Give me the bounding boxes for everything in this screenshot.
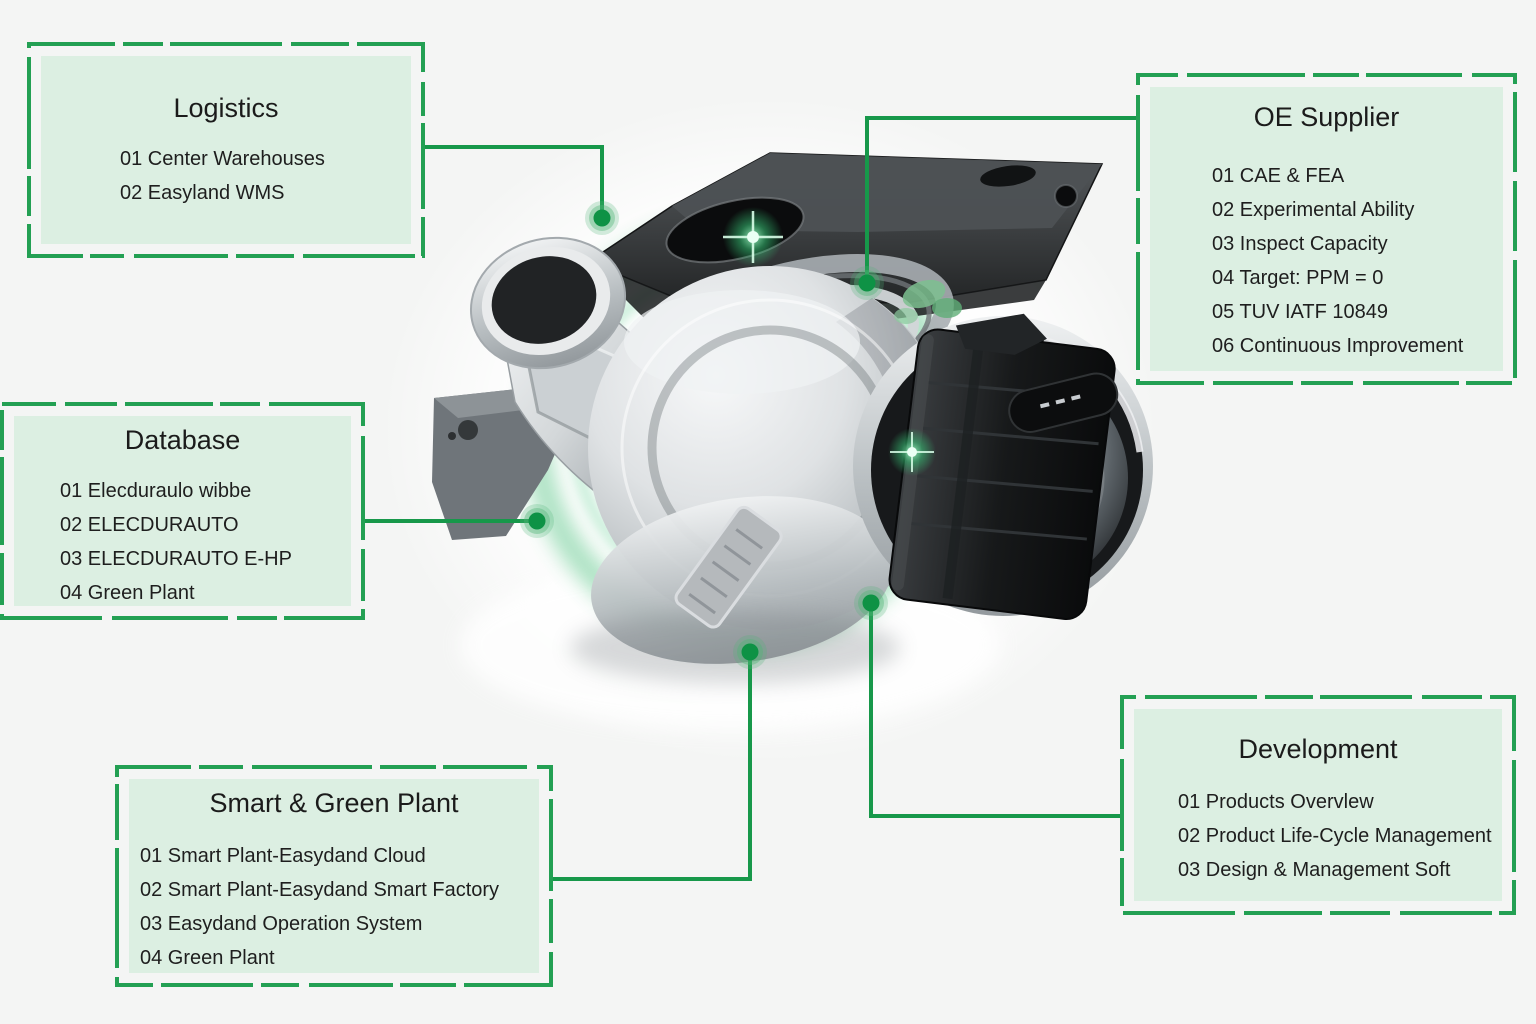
box-border-logistics (27, 42, 425, 258)
box-items-logistics: 01 Center Warehouses 02 Easyland WMS (41, 142, 411, 210)
connector-line-oe-supplier (865, 116, 1138, 279)
box-items-database: 01 Elecduraulo wibbe 02 ELECDURAUTO 03 E… (14, 474, 351, 610)
box-border-database (0, 402, 365, 620)
center-housing (570, 266, 952, 684)
box-border-oe-supplier (1136, 73, 1517, 385)
list-item: 02 Product Life-Cycle Management (1178, 825, 1492, 847)
connector-dot-development (854, 586, 888, 620)
callout-box-logistics: Logistics 01 Center Warehouses 02 Easyla… (41, 56, 411, 244)
callout-box-oe-supplier: OE Supplier 01 CAE & FEA 02 Experimental… (1150, 87, 1503, 371)
connector-line-logistics (425, 145, 604, 214)
actuator-connector (1008, 372, 1119, 433)
green-flare (888, 428, 936, 476)
callout-box-database: Database 01 Elecduraulo wibbe 02 ELECDUR… (14, 416, 351, 606)
list-item: 02 Easyland WMS (120, 182, 285, 204)
list-item: 03 Easydand Operation System (140, 913, 423, 935)
connector-dots (520, 201, 888, 669)
box-border-smart-green-plant (115, 765, 553, 987)
list-item: 02 Smart Plant-Easydand Smart Factory (140, 879, 500, 901)
list-item: 05 TUV IATF 10849 (1212, 301, 1389, 323)
list-item: 02 Experimental Ability (1212, 199, 1415, 221)
connector-line-development (869, 607, 1122, 818)
list-item: 03 Inspect Capacity (1212, 233, 1388, 255)
list-item: 01 Elecduraulo wibbe (60, 480, 252, 502)
box-title-oe-supplier: OE Supplier (1253, 102, 1400, 132)
turbocharger-image (380, 95, 1160, 765)
list-item: 04 Green Plant (60, 582, 195, 604)
list-item: 01 CAE & FEA (1212, 165, 1345, 187)
nameplate (674, 505, 783, 629)
list-item: 01 Smart Plant-Easydand Cloud (140, 845, 426, 867)
list-item: 04 Green Plant (140, 947, 275, 969)
box-title-database: Database (124, 425, 241, 455)
connector-dot-oe-supplier (850, 266, 884, 300)
box-title-development: Development (1238, 734, 1398, 764)
list-item: 03 ELECDURAUTO E-HP (60, 548, 292, 570)
connector-dot-smart-green-plant (733, 635, 767, 669)
list-item: 06 Continuous Improvement (1212, 335, 1464, 357)
box-border-development (1120, 695, 1516, 915)
list-item: 01 Products Overvlew (1178, 791, 1374, 813)
callout-box-smart-green-plant: Smart & Green Plant 01 Smart Plant-Easyd… (129, 779, 539, 973)
box-title-logistics: Logistics (173, 93, 279, 123)
green-flare (723, 207, 783, 267)
box-items-oe-supplier: 01 CAE & FEA 02 Experimental Ability 03 … (1150, 159, 1503, 363)
electronic-actuator (888, 313, 1119, 621)
list-item: 03 Design & Management Soft (1178, 859, 1451, 881)
connector-dot-logistics (585, 201, 619, 235)
callout-box-development: Development 01 Products Overvlew 02 Prod… (1134, 709, 1502, 901)
box-items-development: 01 Products Overvlew 02 Product Life-Cyc… (1134, 785, 1502, 887)
list-item: 01 Center Warehouses (120, 148, 325, 170)
connector-dot-database (520, 504, 554, 538)
box-items-smart-green-plant: 01 Smart Plant-Easydand Cloud 02 Smart P… (129, 839, 539, 975)
box-title-smart-green-plant: Smart & Green Plant (209, 788, 459, 818)
list-item: 02 ELECDURAUTO (60, 514, 239, 536)
list-item: 04 Target: PPM = 0 (1212, 267, 1384, 289)
connector-line-smart-green-plant (553, 656, 752, 881)
